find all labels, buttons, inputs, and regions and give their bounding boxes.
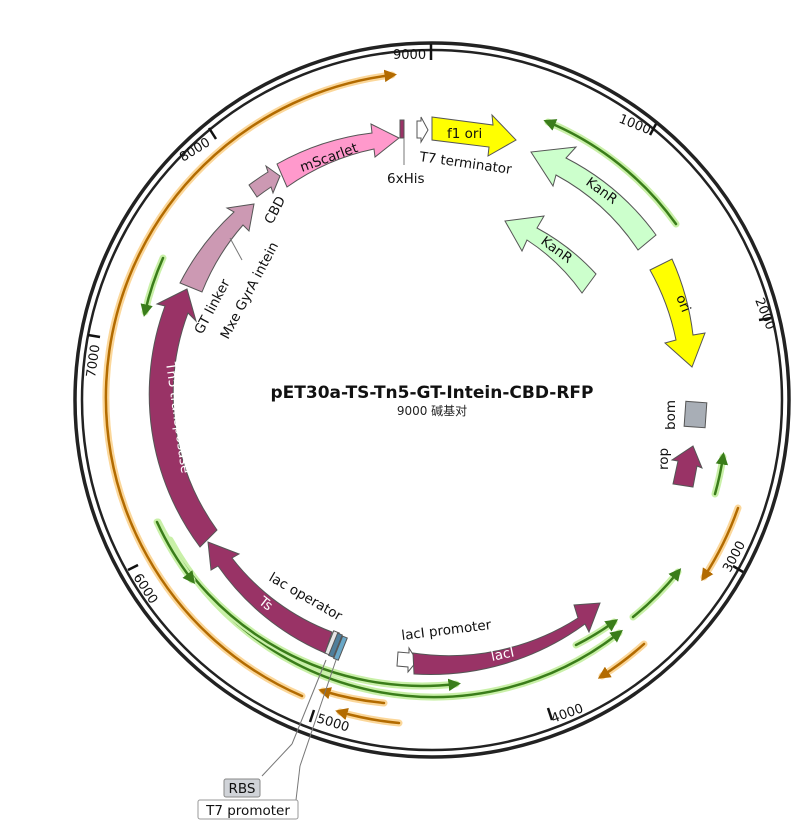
label-rbs: RBS bbox=[229, 781, 256, 797]
feature-bom[interactable] bbox=[683, 400, 708, 429]
label-rop: rop bbox=[656, 448, 672, 470]
feature-mxe-gyra-intein[interactable] bbox=[179, 203, 255, 293]
tick-label-7000: 7000 bbox=[84, 344, 103, 379]
t7-promoter-box bbox=[197, 799, 299, 820]
leader-lines bbox=[229, 138, 405, 801]
feature-laci-promoter[interactable] bbox=[396, 646, 418, 674]
label-6xhis: 6xHis bbox=[387, 171, 425, 187]
label-cbd: CBD bbox=[261, 194, 289, 227]
feature-kanr-inner[interactable] bbox=[504, 215, 597, 294]
label-t7-promoter: T7 promoter bbox=[205, 803, 290, 819]
feature-f1-ori[interactable] bbox=[431, 113, 517, 157]
feature-kanr-outer[interactable] bbox=[530, 146, 657, 251]
plasmid-length: 9000 碱基对 bbox=[397, 404, 467, 418]
feature-6xhis[interactable] bbox=[399, 119, 405, 139]
feature-cbd[interactable] bbox=[248, 164, 281, 198]
label-laci-promoter: lacI promoter bbox=[401, 617, 493, 644]
label-t7-terminator: T7 terminator bbox=[417, 149, 513, 178]
feature-ts[interactable] bbox=[207, 541, 333, 654]
backbone-outer-ring bbox=[73, 41, 791, 759]
feature-rop[interactable] bbox=[670, 445, 703, 488]
plasmid-name: pET30a-TS-Tn5-GT-Intein-CBD-RFP bbox=[271, 383, 594, 403]
rbs-box bbox=[223, 778, 261, 798]
feature-t7-terminator[interactable] bbox=[416, 116, 429, 144]
feature-mscarlet[interactable] bbox=[276, 123, 400, 188]
label-laci: lacI bbox=[490, 644, 516, 665]
feature-tn5-transposase[interactable] bbox=[148, 288, 218, 548]
tick-label-9000: 9000 bbox=[393, 48, 426, 63]
label-ori: ori bbox=[672, 293, 693, 315]
feature-laci[interactable] bbox=[412, 602, 601, 675]
orf-arcs bbox=[102, 69, 742, 727]
label-bom: bom bbox=[663, 400, 679, 430]
label-f1-ori: f1 ori bbox=[447, 126, 482, 142]
tick-marks bbox=[87, 44, 772, 723]
feature-ori[interactable] bbox=[649, 258, 706, 368]
